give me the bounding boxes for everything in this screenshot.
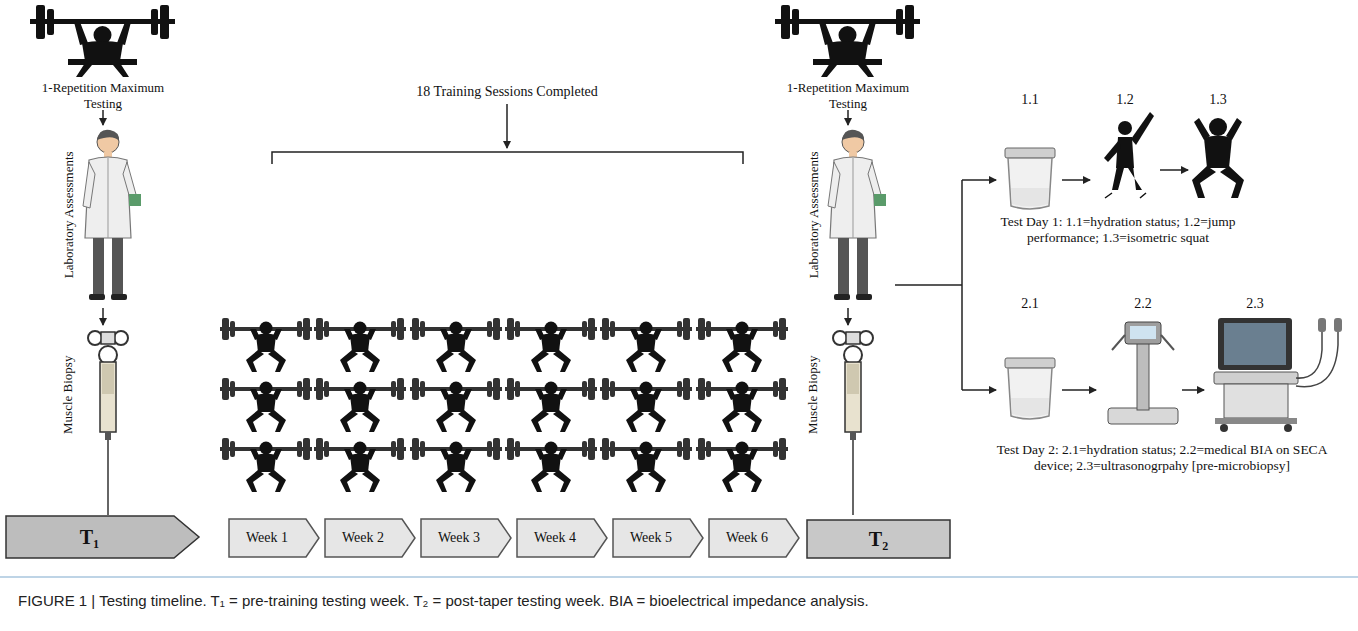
arrow-box: Week 6 <box>708 518 800 558</box>
figure-caption: FIGURE 1 | Testing timeline. T₁ = pre-tr… <box>18 592 1338 609</box>
note-label: Test Day 1: 1.1=hydration status; 1.2=ju… <box>968 214 1268 246</box>
vertical-label: Laboratory Assessments <box>60 152 76 279</box>
callout-number: 1.1 <box>1010 92 1050 109</box>
arrow-box: Week 5 <box>612 518 704 558</box>
note-label: Test Day 2: 2.1=hydration status; 2.2=me… <box>976 442 1348 474</box>
arrow-box: Week 3 <box>420 518 512 558</box>
node-label: T₂ <box>869 528 888 551</box>
callout-number: 2.1 <box>1010 296 1050 313</box>
note-label: 1-Repetition Maximum Testing <box>28 80 178 111</box>
callout-number: 2.3 <box>1235 296 1275 313</box>
note-label: 18 Training Sessions Completed <box>377 84 637 101</box>
vertical-label: Muscle Biopsy <box>805 356 821 434</box>
callout-number: 2.2 <box>1123 296 1163 313</box>
process-box: T₂ <box>806 519 951 559</box>
arrow-box: Week 2 <box>324 518 416 558</box>
vertical-label: Muscle Biopsy <box>60 356 76 434</box>
node-label: T₁ <box>80 526 99 549</box>
callout-number: 1.3 <box>1198 92 1238 109</box>
arrow-box: Week 1 <box>228 518 320 558</box>
arrow-box: Week 4 <box>516 518 608 558</box>
callout-number: 1.2 <box>1105 92 1145 109</box>
node-label: Week 6 <box>726 530 768 546</box>
arrow-box: T₁ <box>5 515 200 559</box>
note-label: 1-Repetition Maximum Testing <box>773 80 923 111</box>
vertical-label: Laboratory Assessments <box>805 152 821 279</box>
node-label: Week 1 <box>246 530 288 546</box>
node-label: Week 3 <box>438 530 480 546</box>
node-label: Week 4 <box>534 530 576 546</box>
node-label: Week 2 <box>342 530 384 546</box>
node-outline <box>5 515 200 559</box>
node-label: Week 5 <box>630 530 672 546</box>
